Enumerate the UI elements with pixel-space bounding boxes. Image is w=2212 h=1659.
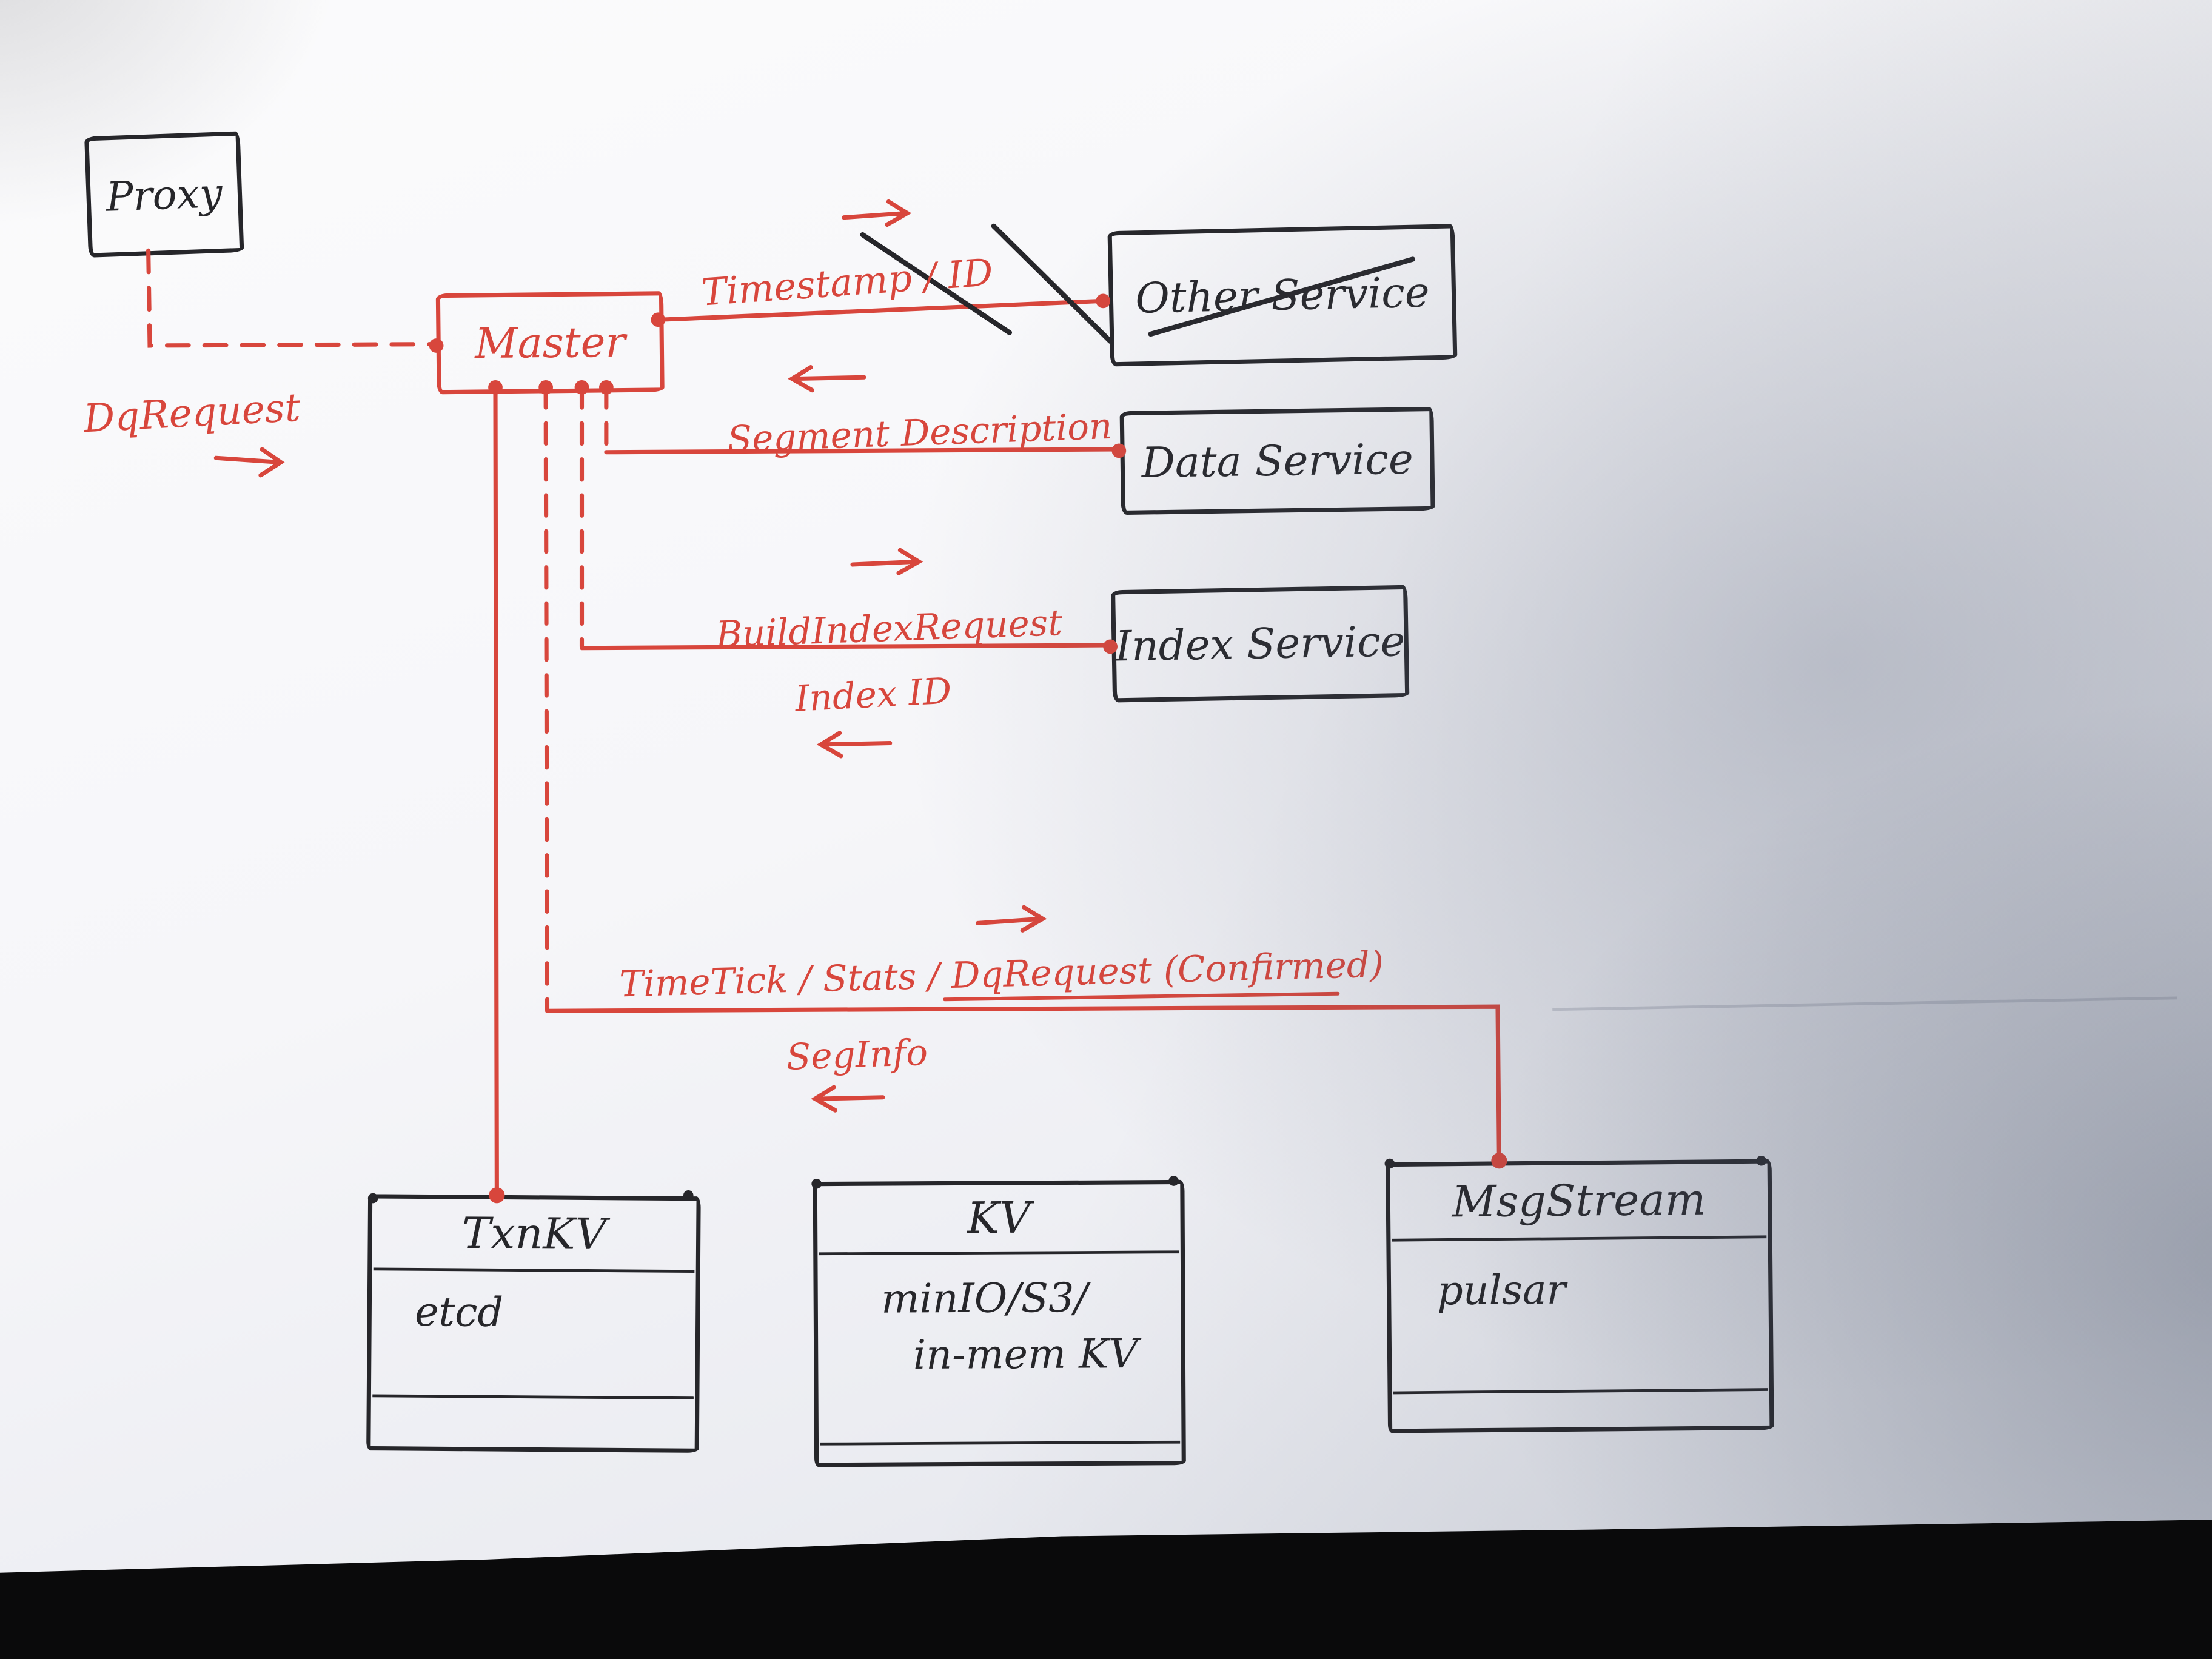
node-msgstream-title: MsgStream: [1452, 1175, 1706, 1228]
edge-label-index-id: Index ID: [794, 669, 953, 720]
node-master-label: Master: [474, 317, 626, 368]
node-txnkv: TxnKV etcd: [366, 1194, 701, 1453]
node-index-service: Index Service: [1110, 585, 1410, 703]
node-txnkv-title: TxnKV: [461, 1208, 607, 1260]
store-footer: [1392, 1391, 1770, 1429]
node-kv: KV minIO/S3/ in-mem KV: [813, 1179, 1186, 1467]
node-master: Master: [435, 291, 665, 395]
node-txnkv-impl: etcd: [414, 1288, 504, 1336]
store-footer: [370, 1397, 695, 1448]
node-other-service: Other Service: [1107, 224, 1458, 367]
node-msgstream: MsgStream pulsar: [1386, 1159, 1774, 1433]
node-proxy-label: Proxy: [105, 169, 223, 221]
node-msgstream-impl: pulsar: [1436, 1265, 1566, 1315]
node-proxy: Proxy: [84, 131, 244, 258]
node-kv-impl-line1: minIO/S3/: [881, 1274, 1088, 1323]
store-footer: [819, 1444, 1182, 1463]
node-kv-impl-line2: in-mem KV: [913, 1330, 1139, 1379]
node-other-service-label: Other Service: [1134, 267, 1430, 323]
node-kv-title: KV: [967, 1193, 1031, 1244]
edge-label-seg-info: SegInfo: [785, 1031, 929, 1079]
node-data-service: Data Service: [1119, 406, 1435, 515]
node-data-service-label: Data Service: [1141, 434, 1414, 488]
node-index-service-label: Index Service: [1114, 617, 1406, 671]
